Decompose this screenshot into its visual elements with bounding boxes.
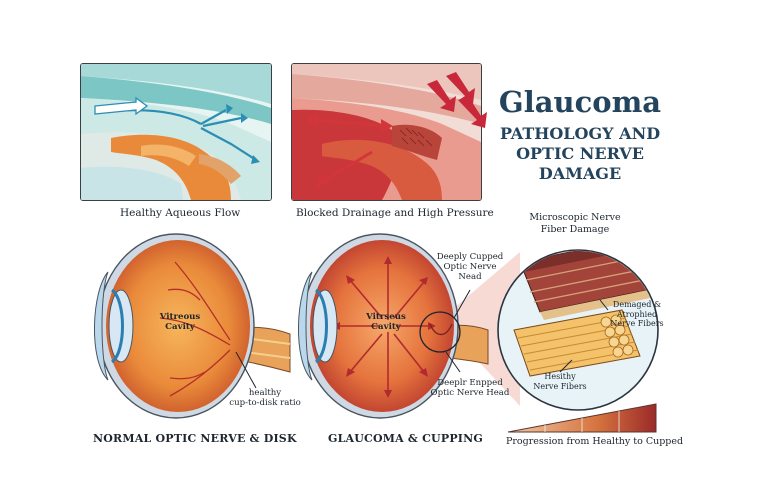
progression-caption: Progression from Healthy to Cupped — [506, 436, 684, 447]
normal-vitreous-label: Vitreous Cavity — [150, 312, 210, 332]
subtitle-line-2: OPTIC NERVE — [516, 144, 644, 163]
normal-vitreous-line2: Cavity — [165, 322, 195, 332]
cupped-top-line3: Nead — [458, 272, 482, 282]
damaged-line1: Demaged & — [612, 300, 662, 309]
blocked-drainage-panel — [291, 63, 482, 201]
glaucoma-vitreous-line2: Cavity — [371, 322, 401, 332]
subtitle-line-1: PATHOLOGY AND — [499, 124, 661, 143]
glaucoma-eye-caption: GLAUCOMA & CUPPING — [328, 432, 483, 445]
healthy-flow-panel — [80, 63, 272, 201]
normal-eye-caption: NORMAL OPTIC NERVE & DISK — [93, 432, 297, 445]
damaged-fibers-label: Demaged & Atrophied Nerve Fibers — [597, 300, 677, 329]
page-subtitle: PATHOLOGY AND OPTIC NERVE DAMAGE — [470, 124, 690, 184]
cupped-bottom-line2: Optic Nerve Head — [430, 388, 510, 398]
damaged-line3: Nerve Fibers — [610, 319, 664, 328]
pressure-arrow-icon — [311, 118, 388, 184]
cupped-bottom-line1: Deeplr Enpped — [437, 378, 503, 388]
healthy-ratio-label: healthy cup-to-disk ratio — [225, 388, 305, 408]
micro-title-line1: Microscopic Nerve — [529, 212, 621, 223]
page-title: Glaucoma — [498, 85, 662, 119]
healthy-flow-caption: Healthy Aqueous Flow — [120, 207, 241, 219]
blocked-drainage-illustration — [292, 64, 481, 200]
cupped-callout-top: Deeply Cupped Optic Nerve Nead — [430, 252, 510, 282]
cupped-top-line1: Deeply Cupped — [436, 252, 504, 262]
glaucoma-vitreous-label: Vitrseus Cavity — [356, 312, 416, 332]
cupped-top-line2: Optic Nerve — [443, 262, 497, 272]
healthy-fibers-label: Hesithy Nerve Fibers — [520, 372, 600, 391]
healthy-ratio-line2: cup-to-disk ratio — [229, 398, 301, 408]
micro-title-line2: Fiber Damage — [540, 224, 610, 235]
healthy-flow-illustration — [81, 64, 271, 200]
normal-vitreous-line1: Vitreous — [159, 312, 201, 322]
damaged-line2: Atrophied — [616, 309, 658, 319]
glaucoma-vitreous-line1: Vitrseus — [366, 312, 406, 322]
cupped-callout-bottom: Deeplr Enpped Optic Nerve Head — [420, 378, 520, 398]
micro-title: Microscopic Nerve Fiber Damage — [520, 212, 630, 236]
subtitle-line-3: DAMAGE — [538, 164, 622, 183]
blocked-drainage-caption: Blocked Drainage and High Pressure — [296, 207, 494, 219]
healthy-fibers-line1: Hesithy — [544, 372, 576, 381]
healthy-ratio-line1: healthy — [248, 388, 282, 398]
healthy-fibers-line2: Nerve Fibers — [533, 381, 587, 391]
